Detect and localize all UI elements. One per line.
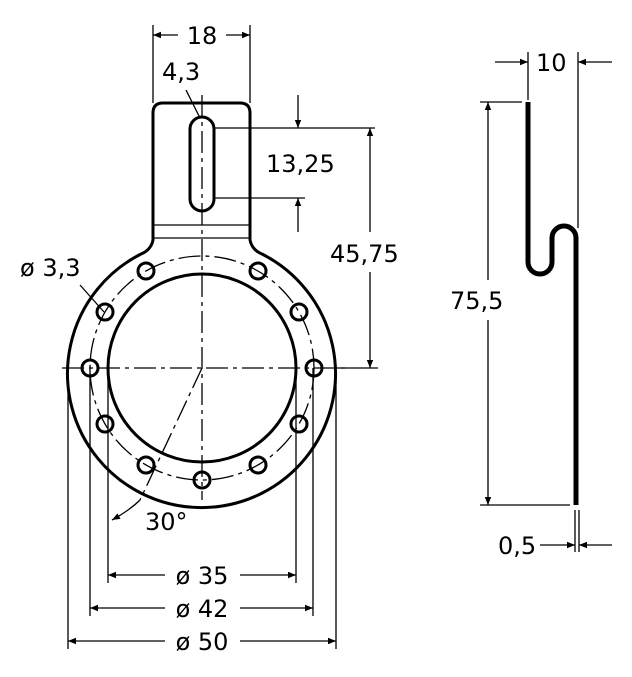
mounting-hole [95, 302, 115, 322]
dim-outer-diameter: ø 50 [176, 628, 229, 656]
dim-slot-to-center: 45,75 [330, 240, 399, 268]
mounting-hole [136, 261, 156, 281]
angle-line [139, 367, 203, 501]
bracket-outline [66, 101, 337, 509]
dim-slot-length: 13,25 [266, 150, 335, 178]
dim-slot-width: 4,3 [162, 58, 200, 86]
dim-tab-width: 18 [187, 22, 218, 50]
sheet-profile [525, 102, 579, 505]
mounting-hole [95, 414, 115, 434]
side-view [525, 102, 579, 505]
mounting-hole [289, 302, 309, 322]
dim-bore-diameter: ø 35 [176, 562, 229, 590]
mounting-hole [248, 261, 268, 281]
side-dimensions: 10 75,5 0,5 [450, 49, 612, 560]
dim-bolt-circle-diameter: ø 42 [176, 595, 229, 623]
dim-hole-angle: 30° [145, 508, 188, 536]
dim-hole-diameter: ø 3,3 [20, 254, 80, 282]
dim-depth: 10 [536, 49, 567, 77]
mounting-hole [136, 455, 156, 475]
front-dimensions: 18 4,3 13,25 45,75 ø 3,3 30° ø 35 ø 42 ø… [20, 22, 399, 656]
mounting-hole [248, 455, 268, 475]
dim-height: 75,5 [450, 287, 503, 315]
mounting-hole [289, 414, 309, 434]
dim-thickness: 0,5 [498, 532, 536, 560]
